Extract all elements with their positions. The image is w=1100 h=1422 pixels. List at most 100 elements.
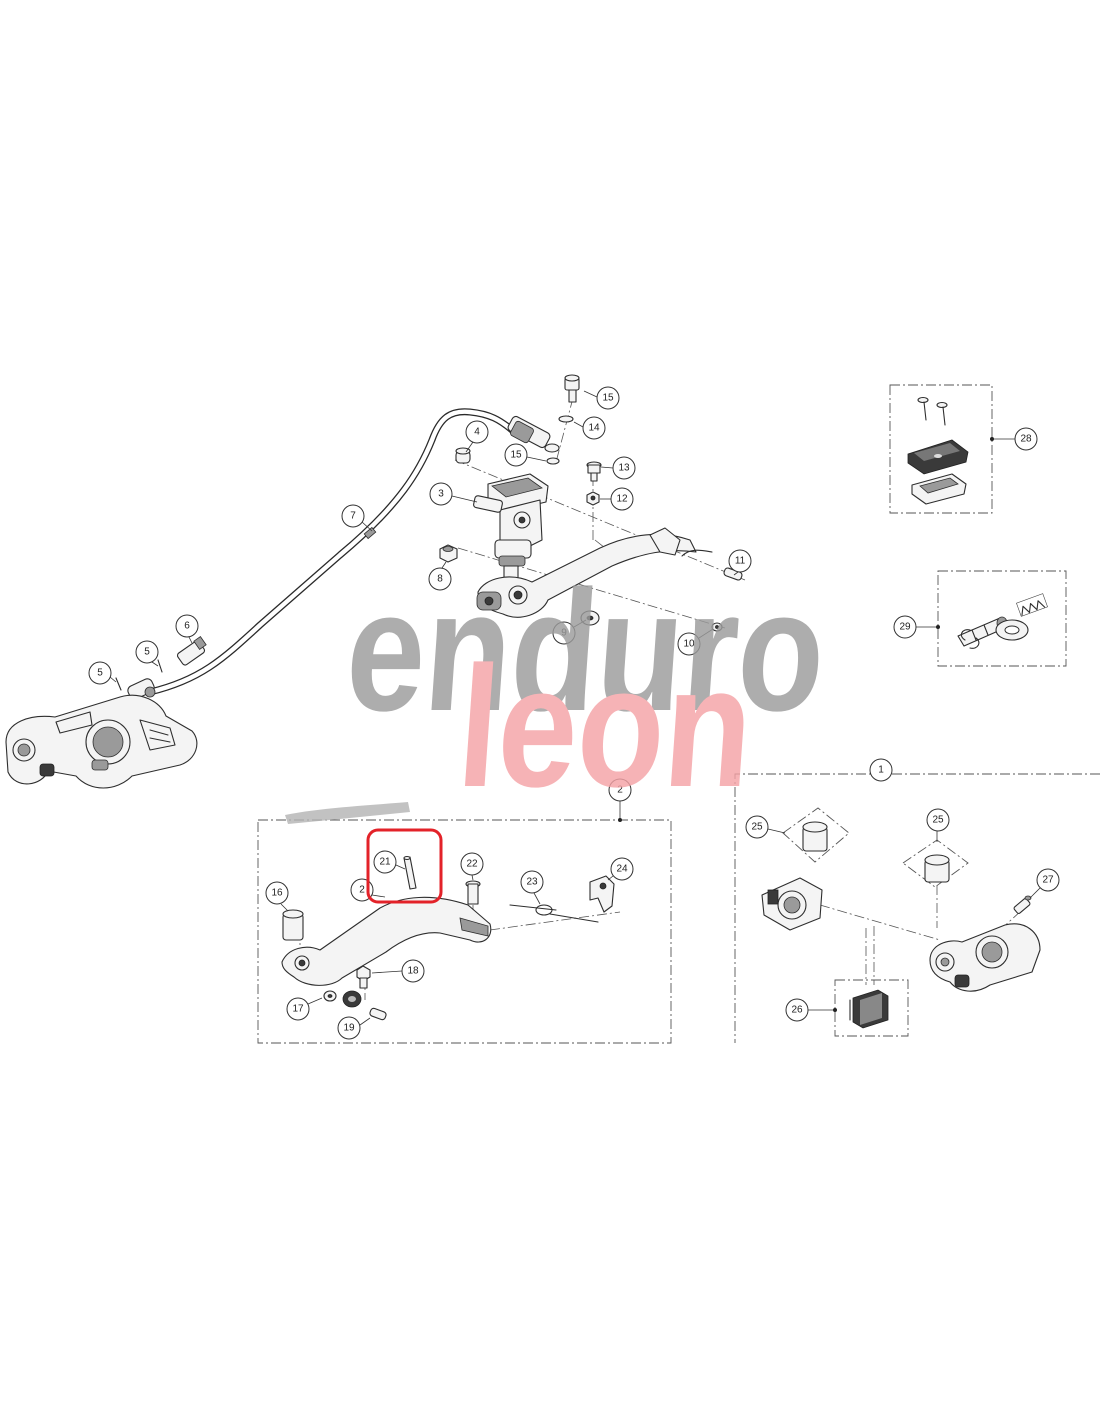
master-cylinder <box>473 473 549 581</box>
brake-hose <box>146 408 516 696</box>
svg-text:5: 5 <box>144 647 150 658</box>
pedal-bolt <box>465 880 481 905</box>
caliper-washer-1 <box>157 659 163 673</box>
svg-text:14: 14 <box>588 423 600 434</box>
reservoir-cap <box>455 447 471 464</box>
callout-27: 27 <box>1036 868 1060 892</box>
hose-fitting-upper <box>507 415 560 453</box>
brake-pedal-lever <box>477 527 713 618</box>
caliper-washer-2 <box>115 677 122 691</box>
bleed-valve <box>1013 895 1032 914</box>
svg-text:22: 22 <box>466 859 478 870</box>
caliper-half-outer <box>929 923 1041 992</box>
callout-12: 12 <box>610 487 634 511</box>
callout-15-top: 15 <box>596 386 620 410</box>
pivot-washer <box>580 610 600 626</box>
callout-2: 2 <box>608 778 632 802</box>
rear-brake-caliper <box>5 694 198 789</box>
callout-23: 23 <box>520 870 544 894</box>
washer <box>558 415 574 423</box>
svg-text:13: 13 <box>618 463 630 474</box>
piston-box-2 <box>902 839 969 888</box>
hose-fitting-lower <box>127 678 156 700</box>
svg-text:27: 27 <box>1042 875 1054 886</box>
svg-text:25: 25 <box>932 815 944 826</box>
svg-text:2: 2 <box>359 885 365 896</box>
svg-text:7: 7 <box>350 511 356 522</box>
pushrod-clevis <box>476 591 502 611</box>
callout-25-b: 25 <box>926 808 950 832</box>
callout-4: 4 <box>465 420 489 444</box>
pedal-assembly-kit <box>257 819 672 1044</box>
adjuster-nut <box>439 544 458 563</box>
callout-7: 7 <box>341 504 365 528</box>
svg-text:15: 15 <box>510 450 522 461</box>
svg-text:4: 4 <box>474 427 480 438</box>
callout-19: 19 <box>337 1016 361 1040</box>
pedal-pin <box>403 855 417 890</box>
watermark-logo: enduro leon <box>285 555 831 824</box>
callout-1: 1 <box>869 758 893 782</box>
callout-10: 10 <box>677 632 701 656</box>
svg-text:29: 29 <box>899 622 911 633</box>
banjo-bolt-top <box>564 374 580 403</box>
callout-17: 17 <box>286 997 310 1021</box>
svg-text:19: 19 <box>343 1023 355 1034</box>
svg-text:16: 16 <box>271 888 283 899</box>
pushrod-pin <box>369 1007 387 1021</box>
callout-15-lower: 15 <box>504 443 528 467</box>
dust-boot <box>995 619 1029 641</box>
callout-6: 6 <box>175 614 199 638</box>
svg-text:5: 5 <box>97 668 103 679</box>
svg-text:3: 3 <box>438 489 444 500</box>
svg-text:24: 24 <box>616 864 628 875</box>
svg-text:25: 25 <box>751 822 763 833</box>
cover-screw-1 <box>917 396 929 421</box>
caliper-kit <box>734 773 1100 1043</box>
circlip <box>960 629 980 649</box>
banjo-bolt-lower <box>546 457 560 465</box>
callout-5-a: 5 <box>135 640 159 664</box>
pedal-arm <box>281 896 492 986</box>
caliper-half-inner <box>761 877 823 931</box>
pushrod-washer <box>323 990 337 1002</box>
callout-29: 29 <box>893 615 917 639</box>
pedal-bushing <box>282 909 304 941</box>
reservoir-cover <box>907 439 969 475</box>
reservoir-diaphragm <box>911 473 967 505</box>
highlight-frame <box>366 828 443 904</box>
callout-18: 18 <box>401 959 425 983</box>
svg-text:12: 12 <box>616 494 628 505</box>
svg-text:11: 11 <box>735 556 746 567</box>
pushrod-bolt <box>356 965 371 989</box>
spring-bracket <box>589 875 615 913</box>
callout-5-b: 5 <box>88 661 112 685</box>
svg-text:28: 28 <box>1020 434 1032 445</box>
callout-26: 26 <box>785 998 809 1022</box>
svg-text:17: 17 <box>292 1004 304 1015</box>
callout-28: 28 <box>1014 427 1038 451</box>
return-spring-pedal <box>509 904 599 923</box>
svg-text:10: 10 <box>683 639 695 650</box>
callouts: 15 14 4 15 13 12 3 7 28 11 8 9 10 6 5 5 … <box>88 386 1060 1040</box>
return-spring <box>1016 593 1048 617</box>
svg-text:9: 9 <box>561 628 567 639</box>
watermark-line1: enduro <box>341 555 831 747</box>
callout-8: 8 <box>428 567 452 591</box>
callout-11: 11 <box>728 549 752 573</box>
mounting-bolt <box>586 461 602 482</box>
callout-13: 13 <box>612 456 636 480</box>
callout-24: 24 <box>610 857 634 881</box>
svg-text:21: 21 <box>379 857 391 868</box>
callout-14: 14 <box>582 416 606 440</box>
reservoir-cover-kit <box>889 384 993 514</box>
svg-text:15: 15 <box>602 393 614 404</box>
brake-pads <box>834 979 909 1037</box>
leader-lines <box>109 390 1041 1026</box>
pushrod-end <box>342 990 362 1008</box>
watermark-brush-stroke <box>285 802 410 824</box>
svg-text:23: 23 <box>526 877 538 888</box>
piston-box-1 <box>782 807 850 863</box>
callout-21: 21 <box>373 850 397 874</box>
